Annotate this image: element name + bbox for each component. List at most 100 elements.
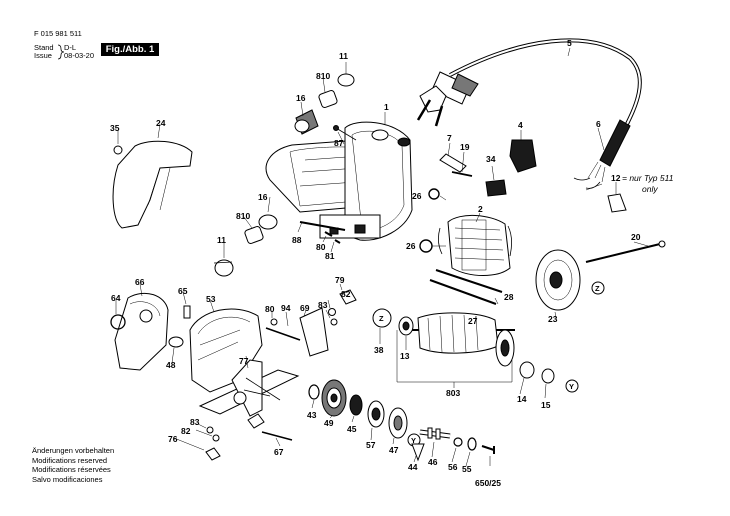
callout-43: 43	[307, 410, 317, 420]
typ-note-line2: only	[642, 184, 658, 194]
screw-20-head	[658, 240, 666, 248]
stator-field-2	[438, 215, 512, 276]
callout-83-lower: 83	[190, 417, 200, 427]
callout-labels: 1 2 4 5 6 7 11 11 12 13 14 15 16 16 19 2…	[110, 38, 641, 488]
callout-81: 81	[325, 251, 335, 261]
callout-35: 35	[110, 123, 120, 133]
marker-y-right: Y	[569, 382, 574, 391]
bearing-cover-23	[535, 249, 581, 311]
callout-88: 88	[292, 235, 302, 245]
note-fr: Modifications réservées	[32, 465, 111, 474]
callout-16-lower: 16	[258, 192, 268, 202]
bracket-803	[396, 330, 513, 383]
callout-12: 12	[611, 173, 621, 183]
leader-lines	[115, 47, 649, 467]
callout-44: 44	[408, 462, 418, 472]
callout-20: 20	[631, 232, 641, 242]
lower-guard-66	[114, 292, 169, 371]
ring-26-top	[428, 188, 440, 200]
power-plug	[416, 71, 479, 127]
callout-69: 69	[300, 303, 310, 313]
callout-26-mid: 26	[406, 241, 416, 251]
callout-82-lower: 82	[181, 426, 191, 436]
circlip-43	[308, 384, 320, 400]
screw-650	[481, 445, 495, 454]
screw-35	[113, 145, 123, 155]
doc-number: F 015 981 511	[34, 29, 82, 38]
nut-80-81	[324, 231, 341, 244]
brush-holder-lower	[213, 214, 278, 277]
callout-11-top: 11	[339, 51, 348, 61]
callout-810-top: 810	[316, 71, 330, 81]
figure-label: Fig./Abb. 1	[101, 43, 159, 56]
bearing-47	[388, 407, 408, 439]
wing-nut-79	[339, 289, 357, 305]
y-marker-right	[565, 379, 579, 393]
washer-82	[328, 308, 336, 316]
armature-803	[405, 312, 515, 367]
callout-53: 53	[206, 294, 216, 304]
screw-27	[435, 269, 503, 293]
callout-87: 87	[334, 138, 344, 148]
depth-lever-69	[299, 307, 329, 357]
issue-date: 08-03-20	[64, 51, 95, 60]
bearing-57	[367, 400, 385, 428]
callout-64: 64	[111, 293, 121, 303]
marker-z-left: Z	[379, 314, 384, 323]
callout-7: 7	[447, 133, 452, 143]
stand-mark: D-L	[64, 43, 77, 52]
callout-5: 5	[567, 38, 572, 48]
switch-cover-34	[485, 179, 507, 197]
base-plate-77	[198, 359, 300, 429]
note-de: Änderungen vorbehalten	[32, 446, 115, 455]
callout-26-top: 26	[412, 191, 422, 201]
callout-34: 34	[486, 154, 496, 164]
callout-77: 77	[239, 356, 249, 366]
key-44	[411, 443, 425, 462]
callout-67: 67	[274, 447, 284, 457]
callout-4: 4	[518, 120, 523, 130]
callout-47: 47	[389, 445, 399, 455]
switch-4	[509, 139, 537, 173]
note-es: Salvo modificaciones	[32, 474, 103, 484]
plug-12	[607, 193, 627, 213]
screw-87	[335, 127, 357, 141]
callout-79: 79	[335, 275, 345, 285]
spindle-46	[419, 427, 451, 440]
callout-650: 650/25	[475, 478, 501, 488]
motor-housing	[265, 121, 413, 241]
washer-83-lower	[212, 434, 220, 442]
washer-48	[168, 336, 184, 348]
callout-803: 803	[446, 388, 460, 398]
issue-label: Issue	[34, 51, 52, 60]
header-brace	[57, 44, 65, 60]
carbon-brush-holder	[294, 73, 355, 135]
callout-57: 57	[366, 440, 376, 450]
callout-27: 27	[468, 316, 478, 326]
callout-14: 14	[517, 394, 527, 404]
callout-55: 55	[462, 464, 472, 474]
z-marker-left	[372, 308, 392, 328]
wing-nut-76	[205, 447, 221, 461]
callout-1: 1	[384, 102, 389, 112]
callout-2: 2	[478, 204, 483, 214]
note-en: Modifications reserved	[32, 455, 108, 465]
callout-56: 56	[448, 462, 458, 472]
callout-46: 46	[428, 457, 438, 467]
stand-label: Stand	[34, 43, 54, 52]
callout-80-lower: 80	[265, 304, 275, 314]
callout-65-66: 66	[135, 277, 145, 287]
callout-76: 76	[168, 434, 178, 444]
callout-82-upper: 82	[341, 289, 351, 299]
clip-7	[439, 153, 467, 173]
callout-19: 19	[460, 142, 470, 152]
callout-28: 28	[504, 292, 514, 302]
bearing-14	[519, 361, 535, 379]
callout-94: 94	[281, 303, 291, 313]
ring-64	[110, 314, 126, 330]
sleeve-15	[541, 368, 555, 384]
callout-49: 49	[324, 418, 334, 428]
screw-67	[261, 431, 293, 441]
screw-20	[585, 243, 661, 263]
